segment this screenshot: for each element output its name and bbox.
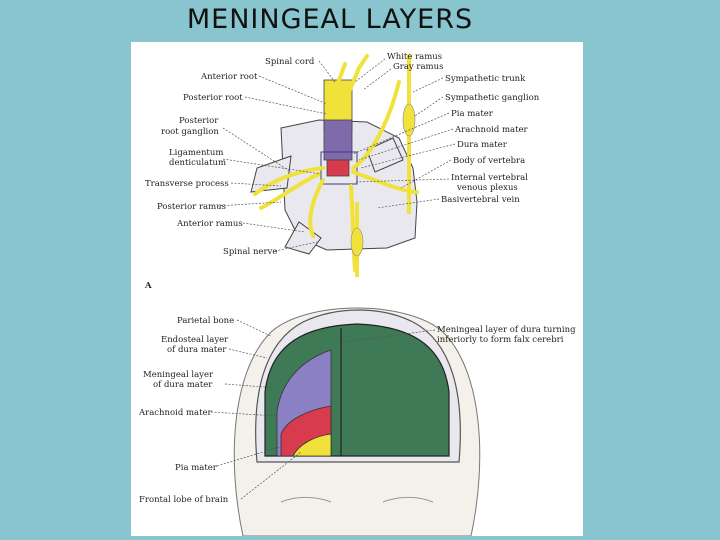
- panel-a-labels-left: Spinal cord Anterior root Posterior root…: [145, 57, 315, 257]
- label-arachnoid-mater-b: Arachnoid mater: [138, 408, 213, 418]
- label-frontal-lobe: Frontal lobe of brain: [139, 495, 229, 505]
- panel-a-tag: A: [144, 281, 152, 291]
- label-form-falx-cerebri: inferiorly to form falx cerebri: [437, 335, 564, 345]
- label-transverse-process: Transverse process: [145, 179, 229, 189]
- slide-title: MENINGEAL LAYERS: [186, 4, 474, 35]
- label-spinal-cord: Spinal cord: [265, 57, 315, 67]
- label-parietal-bone: Parietal bone: [177, 316, 234, 326]
- label-spinal-nerve: Spinal nerve: [223, 247, 277, 257]
- label-internal-vertebral: Internal vertebral: [451, 173, 528, 183]
- label-denticulatum: denticulatum: [169, 158, 226, 168]
- label-meningeal-dura-turning: Meningeal layer of dura turning: [437, 325, 576, 335]
- label-arachnoid-mater-a: Arachnoid mater: [454, 125, 529, 135]
- label-posterior: Posterior: [179, 116, 219, 126]
- label-meningeal-layer: Meningeal layer: [143, 370, 214, 380]
- label-basivertebral-vein: Basivertebral vein: [441, 195, 520, 205]
- label-sympathetic-ganglion: Sympathetic ganglion: [445, 93, 540, 103]
- panel-a-labels-right: White ramus Gray ramus Sympathetic trunk…: [387, 52, 540, 205]
- label-anterior-root: Anterior root: [200, 72, 258, 82]
- nerves: [253, 54, 419, 272]
- meningeal-figure: A Spinal cord Anterior root Posterior ro…: [131, 42, 583, 536]
- anatomy-illustration: A Spinal cord Anterior root Posterior ro…: [138, 52, 576, 536]
- panel-b-labels-left: Parietal bone Endosteal layer of dura ma…: [138, 316, 234, 505]
- label-sympathetic-trunk: Sympathetic trunk: [445, 74, 526, 84]
- label-anterior-ramus: Anterior ramus: [176, 219, 243, 229]
- vertebra-illustration: [250, 119, 418, 255]
- label-body-of-vertebra: Body of vertebra: [453, 156, 525, 166]
- head-illustration: [233, 307, 481, 536]
- panel-b-labels-right: Meningeal layer of dura turning inferior…: [437, 325, 576, 345]
- label-ligamentum: Ligamentum: [169, 148, 223, 158]
- label-endosteal-of-dura: of dura mater: [167, 345, 227, 355]
- label-white-ramus: White ramus: [387, 52, 442, 62]
- label-posterior-ramus: Posterior ramus: [157, 202, 226, 212]
- label-dura-mater-a: Dura mater: [457, 140, 508, 150]
- label-gray-ramus: Gray ramus: [393, 62, 443, 72]
- label-meningeal-of-dura: of dura mater: [153, 380, 213, 390]
- label-pia-mater-b: Pia mater: [175, 463, 218, 473]
- label-pia-mater-a: Pia mater: [451, 109, 494, 119]
- label-posterior-root: Posterior root: [183, 93, 243, 103]
- sympathetic-trunk: [350, 54, 416, 277]
- label-endosteal-layer: Endosteal layer: [161, 335, 229, 345]
- label-root-ganglion: root ganglion: [161, 127, 219, 137]
- label-venous-plexus: venous plexus: [456, 183, 518, 193]
